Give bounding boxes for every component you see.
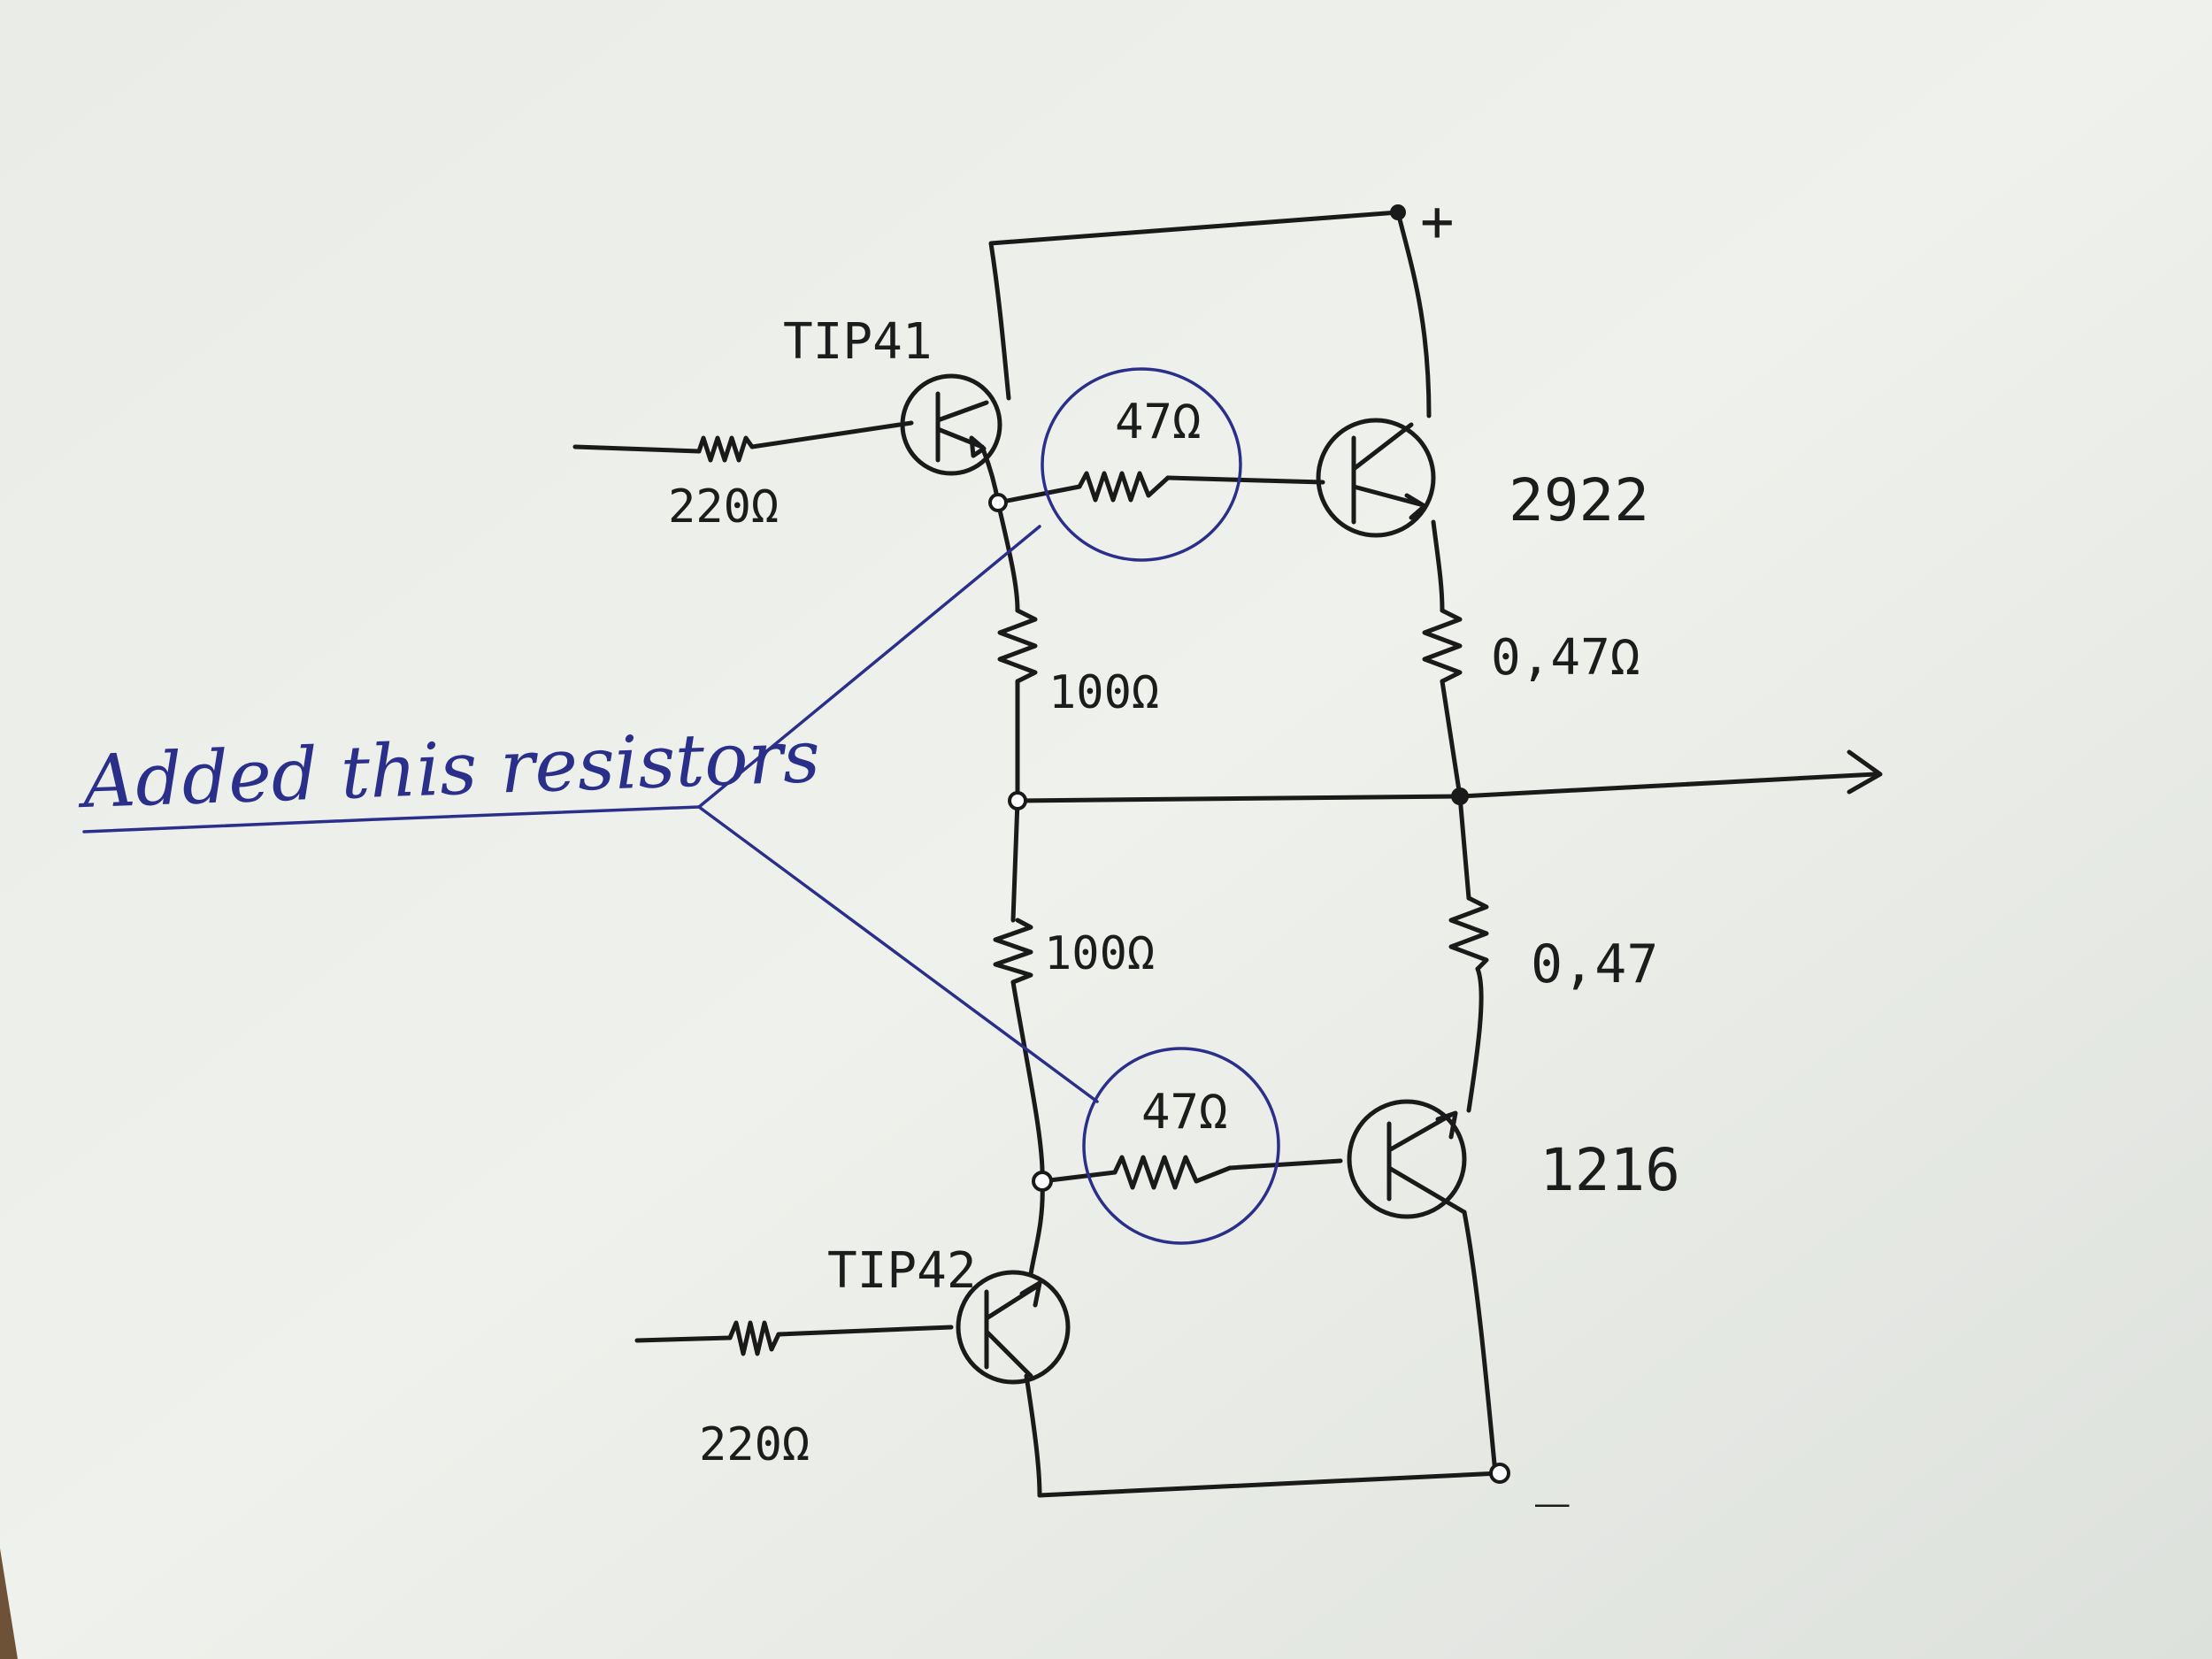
tip42-collector-wire xyxy=(1024,1373,1042,1498)
wires xyxy=(572,210,1883,1498)
node-right-mid xyxy=(1451,787,1469,805)
input-bottom-wire xyxy=(634,1335,733,1343)
resistor-220-bottom xyxy=(727,1320,781,1356)
transistor-tip41 xyxy=(900,373,1002,476)
resistor-047-bottom xyxy=(1448,895,1489,972)
node-positive xyxy=(1390,204,1406,220)
annotation-pointer-top xyxy=(697,525,1041,809)
transistor-1216 xyxy=(1347,1099,1467,1219)
label-negative: _ xyxy=(1535,1442,1570,1508)
resistor-47-bottom xyxy=(1112,1155,1233,1190)
bias-bottom-wire-2 xyxy=(1227,1158,1343,1171)
bottom-rail-wire xyxy=(1037,1471,1502,1498)
transistor-2922 xyxy=(1316,418,1436,538)
node-left-mid xyxy=(1008,791,1027,810)
resistor-220-top xyxy=(696,435,755,463)
top-rail-wire xyxy=(988,210,1401,401)
right-vertical-lower xyxy=(1457,794,1471,901)
right-vertical-mid xyxy=(1440,679,1463,799)
annotation-pointer-bottom xyxy=(697,805,1099,1103)
label-r220-bottom: 220Ω xyxy=(699,1418,810,1471)
resistor-047-top xyxy=(1422,608,1463,684)
node-negative xyxy=(1489,1463,1510,1484)
bias-top-wire xyxy=(995,484,1082,505)
left-vertical-top xyxy=(995,500,1020,613)
resistor-100-top xyxy=(997,608,1038,684)
label-2922: 2922 xyxy=(1509,466,1649,534)
bias-bottom-wire xyxy=(1040,1170,1118,1184)
label-r220-top: 220Ω xyxy=(668,480,779,534)
q1216-collector-wire xyxy=(1462,1210,1498,1476)
q2922-emitter-wire xyxy=(1431,519,1445,613)
label-r100-bottom: 100Ω xyxy=(1044,927,1155,980)
label-r100-top: 100Ω xyxy=(1048,666,1159,719)
left-vertical-lower xyxy=(1010,798,1020,923)
label-tip42: TIP42 xyxy=(827,1242,977,1300)
tip42-link-wire xyxy=(1028,1179,1045,1277)
annotation-underline xyxy=(82,805,701,833)
node-tip42-base xyxy=(1032,1171,1053,1192)
resistor-47-top xyxy=(1077,471,1171,503)
label-r47-bottom: 47Ω xyxy=(1141,1084,1228,1140)
label-r047-bottom: 0,47 xyxy=(1531,933,1659,995)
positive-down-wire xyxy=(1395,210,1432,419)
label-positive: + xyxy=(1420,189,1455,255)
resistor-100-bottom xyxy=(993,918,1033,985)
label-tip41: TIP41 xyxy=(783,313,933,371)
labels: + _ TIP41 2922 TIP42 1216 220Ω 220Ω 47Ω … xyxy=(668,189,1680,1508)
junction-nodes xyxy=(988,204,1510,1484)
highlight-ellipse-bottom xyxy=(1082,1047,1280,1245)
label-1216: 1216 xyxy=(1540,1136,1680,1204)
input-top-wire xyxy=(572,444,702,454)
output-arrow xyxy=(1847,749,1883,795)
bias-top-wire-2 xyxy=(1165,475,1325,485)
right-to-1216 xyxy=(1466,966,1484,1113)
highlight-ellipse-top xyxy=(1041,367,1242,562)
input-bottom-wire-2 xyxy=(776,1325,954,1337)
label-r47-top: 47Ω xyxy=(1115,394,1202,449)
resistor-symbols xyxy=(696,435,1489,1356)
input-top-wire-2 xyxy=(749,420,914,449)
node-tip41-emitter xyxy=(988,493,1008,512)
transistor-tip42 xyxy=(956,1270,1071,1385)
left-vertical-bottom xyxy=(1010,979,1045,1184)
label-r047-top: 0,47Ω xyxy=(1491,629,1640,687)
